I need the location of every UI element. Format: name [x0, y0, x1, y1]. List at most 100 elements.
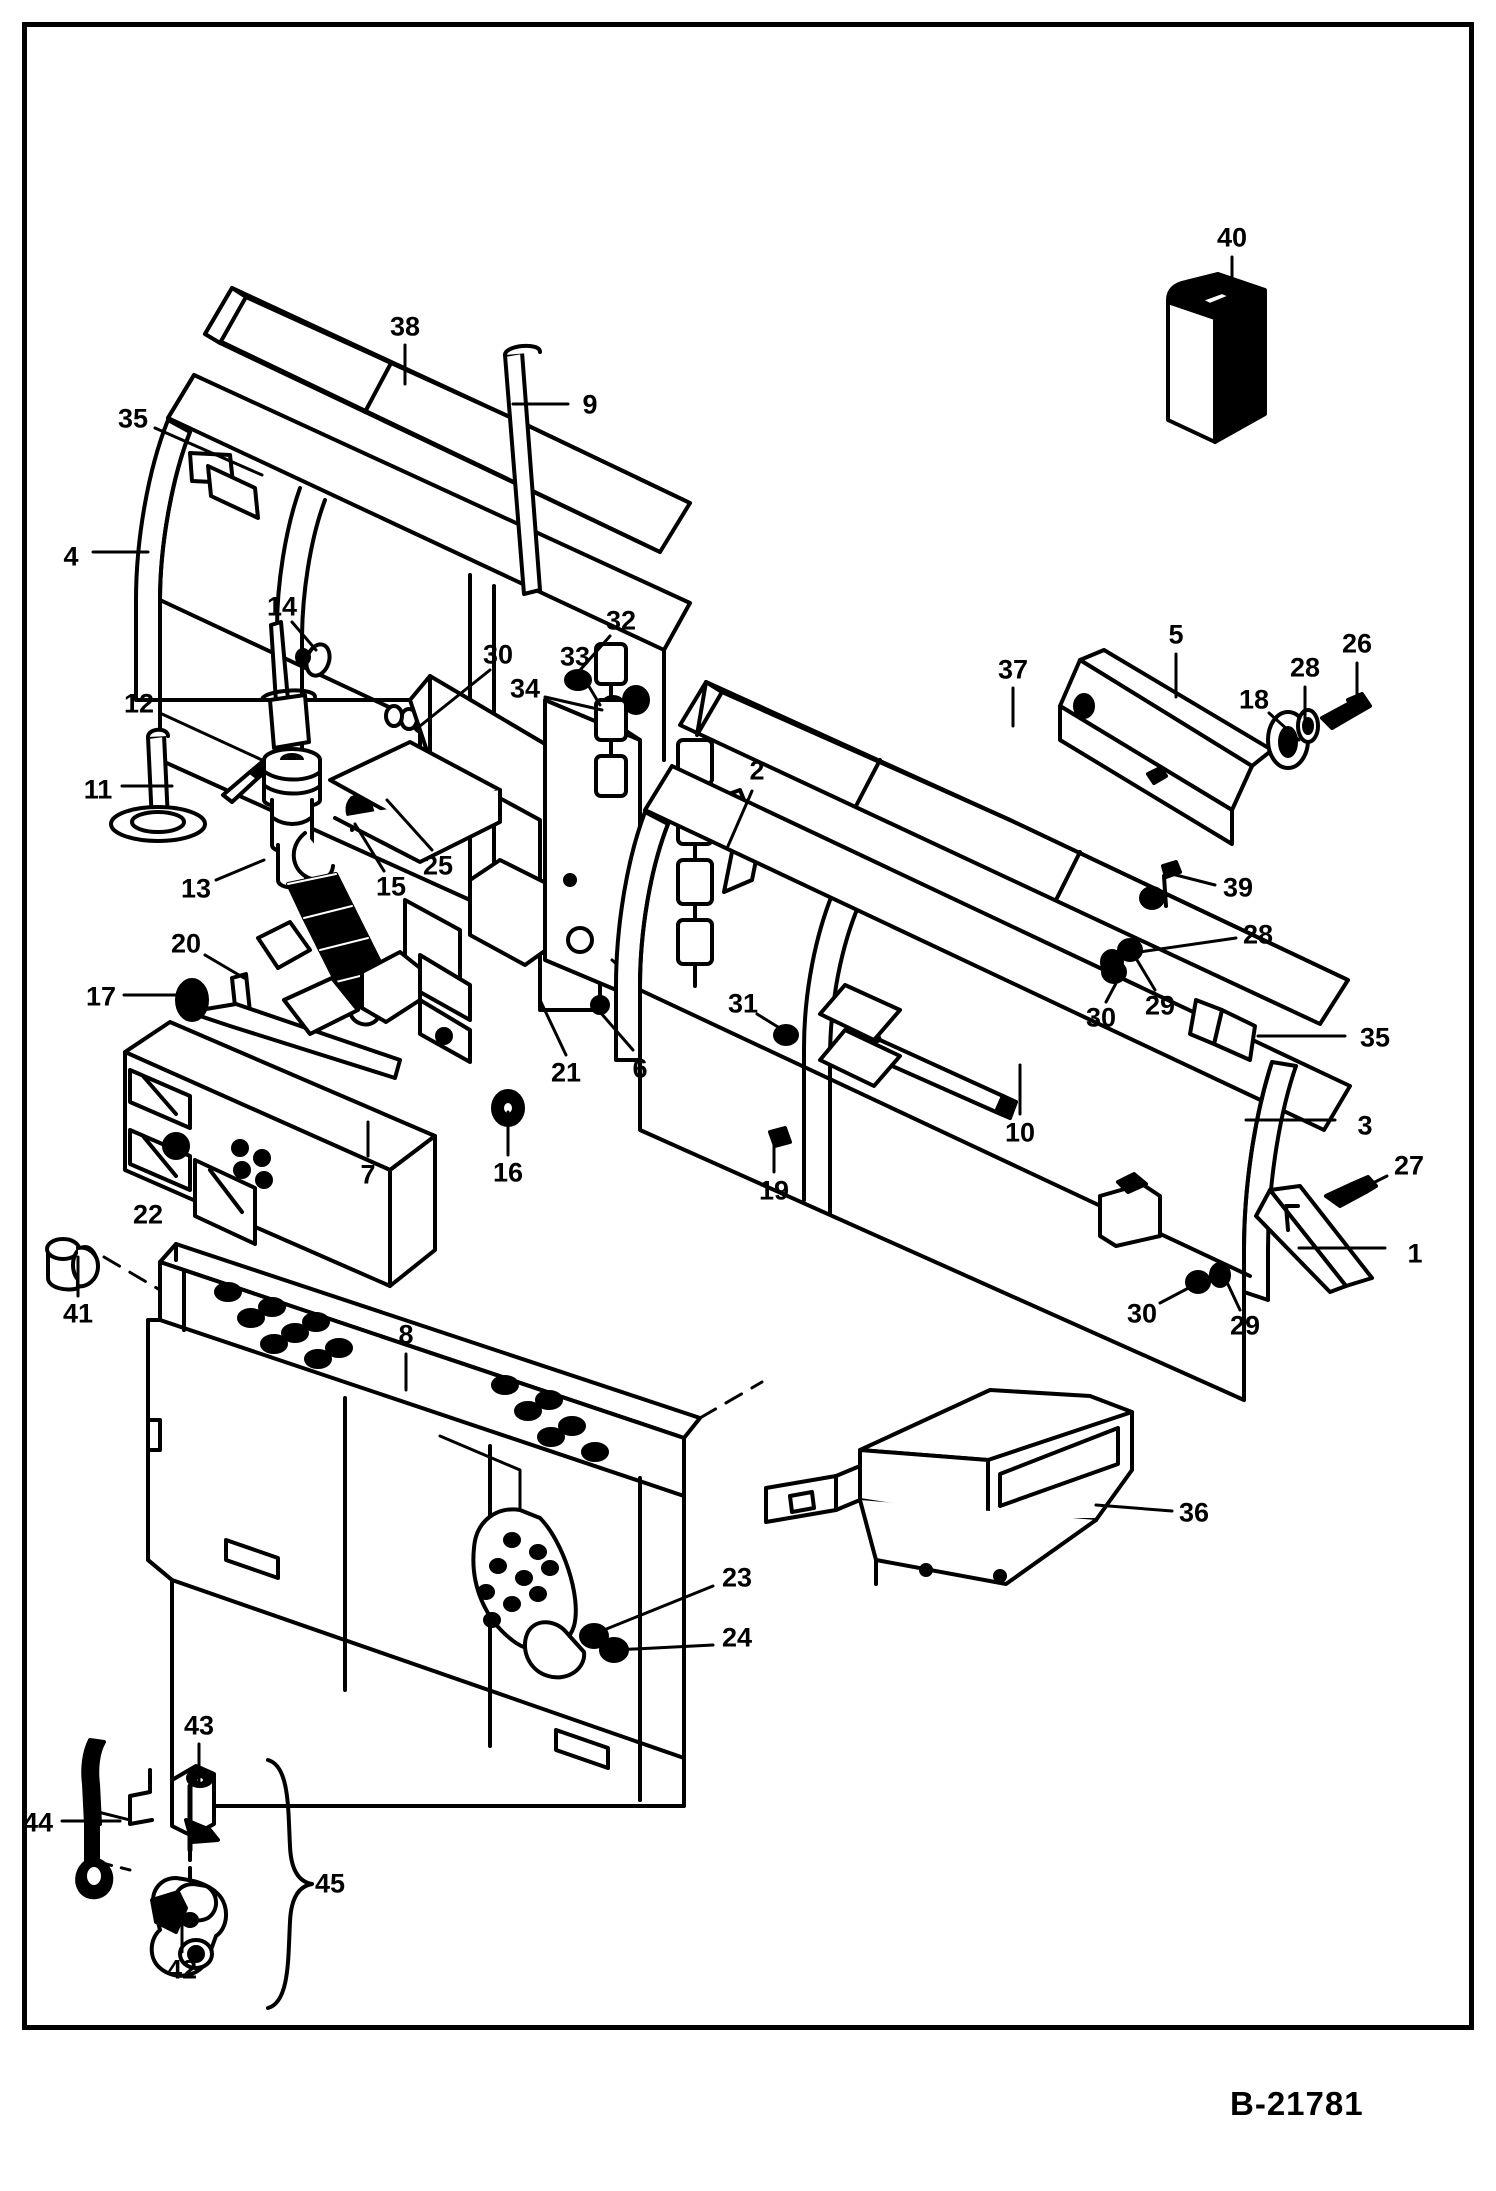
callout-33: 33 [559, 641, 591, 672]
leader-line-15 [353, 822, 386, 873]
leader-line-31 [755, 1012, 788, 1034]
part-7-mount-frame [123, 920, 472, 1288]
part-35-decal-left [188, 451, 260, 520]
leader-line-13 [214, 858, 266, 882]
callout-35: 35 [1359, 1022, 1391, 1053]
leader-line-23 [592, 1584, 715, 1636]
leader-line-32 [572, 634, 612, 679]
callout-10: 10 [1004, 1117, 1036, 1148]
leader-line-25 [385, 798, 434, 852]
leader-line-2 [726, 789, 754, 848]
callout-28: 28 [1242, 919, 1274, 950]
callout-31: 31 [727, 988, 759, 1019]
callout-3: 3 [1357, 1110, 1373, 1141]
part-1-cutting-edge [1254, 1184, 1374, 1294]
callout-40: 40 [1216, 222, 1248, 253]
callout-35: 35 [117, 403, 149, 434]
callout-15: 15 [375, 871, 407, 902]
callout-5: 5 [1168, 619, 1184, 650]
leader-line-35 [153, 426, 264, 477]
leader-line-24 [612, 1643, 715, 1652]
callout-43: 43 [183, 1710, 215, 1741]
part-40-control-box [1166, 272, 1267, 444]
callout-7: 7 [360, 1159, 376, 1190]
part-3-right-moldboard [614, 764, 1352, 1402]
part-44-handle [75, 1738, 132, 1900]
callout-2: 2 [749, 755, 765, 786]
callout-4: 4 [63, 541, 79, 572]
callout-30: 30 [482, 639, 514, 670]
callout-38: 38 [389, 311, 421, 342]
callout-26: 26 [1341, 628, 1373, 659]
callout-27: 27 [1393, 1150, 1425, 1181]
sheet-border [22, 22, 1474, 2030]
callout-25: 25 [422, 850, 454, 881]
hardware-30-29-bottom [1185, 1262, 1231, 1294]
callout-41: 41 [62, 1298, 94, 1329]
part-26-bolt [1320, 692, 1372, 730]
part-41-bushing [45, 1237, 100, 1292]
part-8-mounting-plate [102, 1242, 764, 1808]
part-14-bushing [295, 642, 332, 678]
leader-line-30 [1104, 970, 1124, 1004]
leader-line-33 [579, 671, 602, 707]
callout-36: 36 [1178, 1497, 1210, 1528]
callout-24: 24 [721, 1622, 753, 1653]
callout-37: 37 [997, 654, 1029, 685]
leader-line-21 [538, 998, 568, 1057]
callout-20: 20 [170, 928, 202, 959]
part-38-upper-blade [203, 286, 692, 554]
callout-28: 28 [1289, 652, 1321, 683]
part-37-right-upper-blade [678, 680, 1350, 1026]
callout-22: 22 [132, 1199, 164, 1230]
callout-32: 32 [605, 605, 637, 636]
leader-line-18 [1267, 711, 1301, 742]
part-45-brace [266, 1758, 314, 2010]
callout-14: 14 [266, 591, 298, 622]
callout-12: 12 [123, 688, 155, 719]
callout-29: 29 [1144, 990, 1176, 1021]
leader-line-20 [203, 953, 246, 980]
leader-line-27 [1347, 1174, 1389, 1197]
leader-line-30 [1158, 1281, 1200, 1305]
callout-44: 44 [22, 1807, 54, 1838]
callout-45: 45 [314, 1868, 346, 1899]
callout-13: 13 [180, 873, 212, 904]
drawing-number: B-21781 [1230, 2085, 1364, 2122]
part-28-washer [1296, 708, 1320, 744]
leader-line-30 [418, 668, 492, 728]
part-11-pin [109, 727, 207, 843]
leader-line-29 [1135, 958, 1157, 992]
callout-29: 29 [1229, 1310, 1261, 1341]
callout-23: 23 [721, 1562, 753, 1593]
callout-6: 6 [632, 1053, 648, 1084]
callout-30: 30 [1085, 1002, 1117, 1033]
callout-42: 42 [166, 1954, 198, 1985]
leader-line-12 [160, 712, 264, 762]
part-9-vertical-rod [503, 343, 542, 596]
callout-17: 17 [85, 981, 117, 1012]
callout-11: 11 [83, 774, 113, 805]
hardware-39-28-30-29 [1100, 860, 1182, 984]
part-5-bracket [1058, 648, 1274, 846]
part-42-clamp [149, 1876, 228, 1978]
callout-19: 19 [758, 1175, 790, 1206]
callout-21: 21 [550, 1057, 582, 1088]
callout-1: 1 [1407, 1238, 1423, 1269]
leader-line-6 [598, 1010, 635, 1052]
callout-30: 30 [1126, 1298, 1158, 1329]
leader-line-39 [1166, 871, 1217, 887]
leader-line-28 [1124, 936, 1238, 956]
callout-18: 18 [1238, 684, 1270, 715]
leader-line-14 [290, 620, 318, 652]
callout-9: 9 [582, 389, 598, 420]
callout-8: 8 [398, 1319, 414, 1350]
part-35-decal-right [1188, 998, 1257, 1062]
leader-line-34 [543, 695, 604, 712]
callout-34: 34 [509, 673, 541, 704]
part-17-knob [175, 978, 209, 1022]
callout-16: 16 [492, 1157, 524, 1188]
callout-39: 39 [1222, 872, 1254, 903]
